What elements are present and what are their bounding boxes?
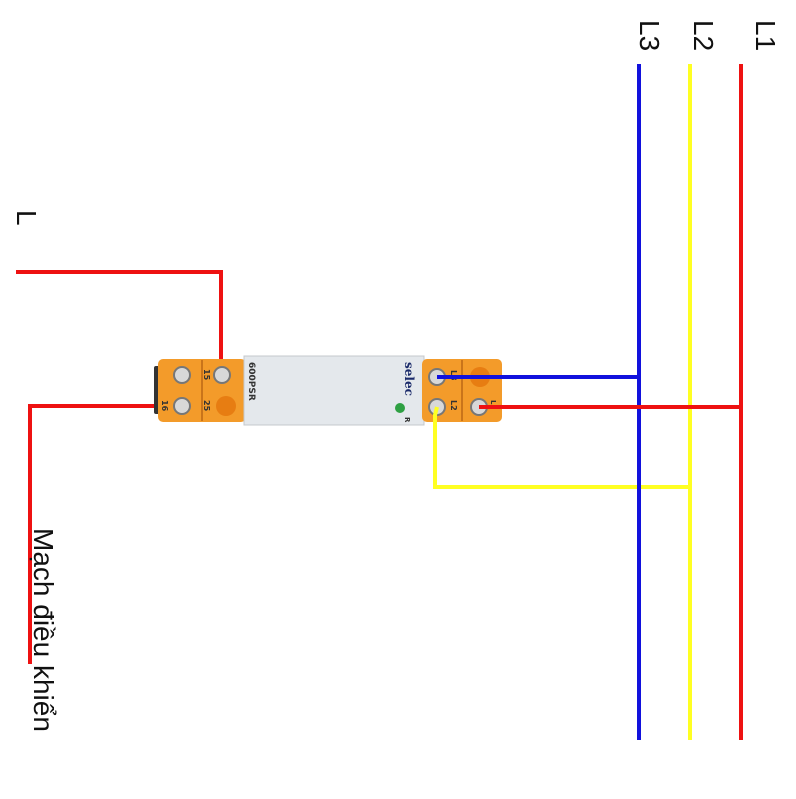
label-control-circuit: Mạch điều khiển [28,528,59,732]
status-led [395,403,405,413]
device-brand-logo: selec [402,362,416,396]
wire-control-circuit [28,404,181,664]
label-l1: L1 [750,20,781,51]
label-l-input: L [11,210,42,226]
label-l3: L3 [634,20,665,51]
phase-relay-device: 16 15 25 L3 L2 L1 600PSR selec R [154,355,502,426]
terminal-label-16: 16 [160,400,169,412]
terminal-label-25: 25 [202,400,211,412]
relay-body [244,356,424,425]
label-l2: L2 [688,20,719,51]
screw-terminal-15 [213,366,231,384]
terminal-label-l2: L2 [449,400,458,411]
terminal-hole-25 [216,396,236,416]
led-label: R [403,417,411,423]
terminal-label-l1: L1 [489,400,497,409]
wire-l2-to-relay [433,406,690,489]
screw-terminal-16b [173,397,191,415]
wire-l-input [16,270,223,376]
screw-terminal-16 [173,366,191,384]
terminal-label-15: 15 [202,369,211,381]
device-model-label: 600PSR [246,362,256,401]
